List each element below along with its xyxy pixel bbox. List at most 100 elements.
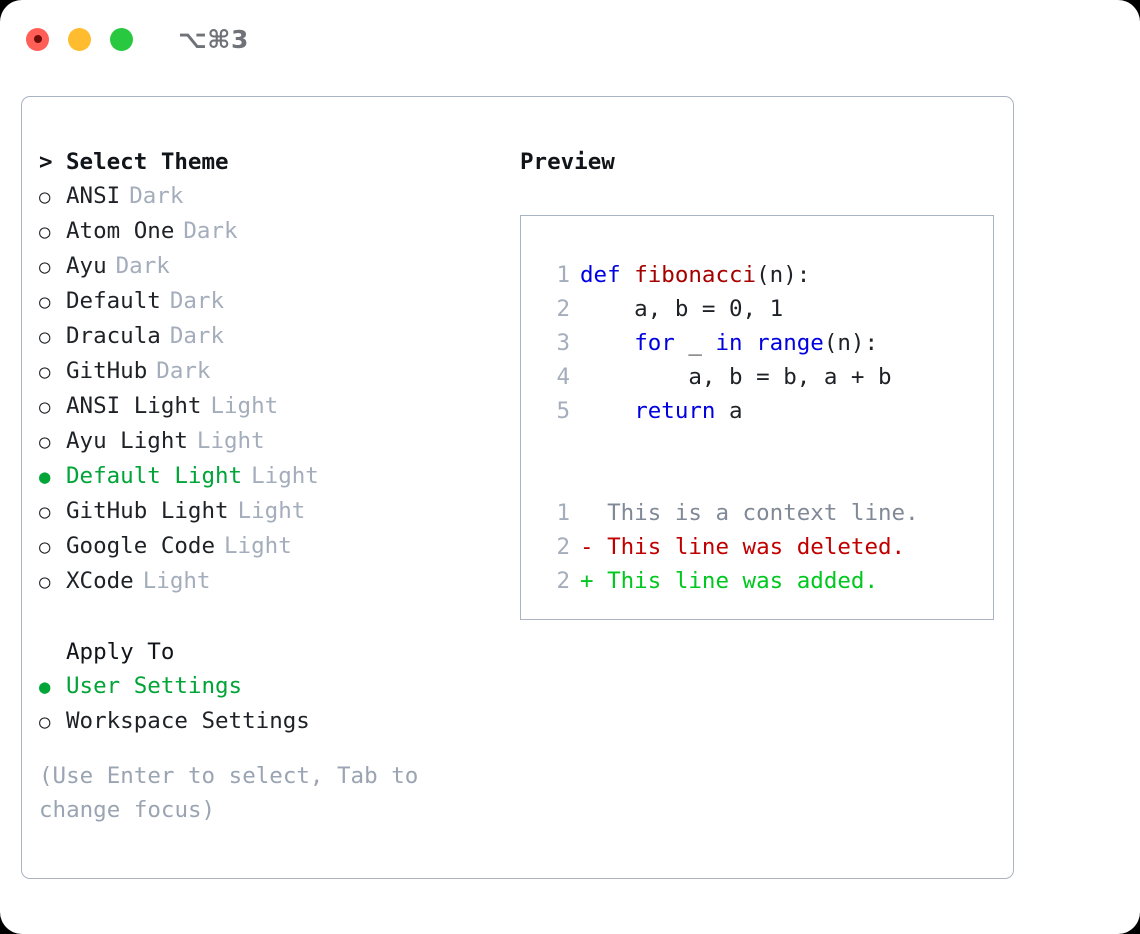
theme-option-label: Atom One xyxy=(66,218,175,244)
radio-icon: ○ xyxy=(39,571,51,593)
theme-option-label: GitHub Light xyxy=(66,498,229,524)
focus-caret-icon: > xyxy=(39,149,53,175)
line-number: 2 xyxy=(556,568,570,594)
section-spacer xyxy=(39,599,501,635)
radio-icon: ○ xyxy=(39,431,51,453)
theme-option-ansi-dark[interactable]: ○ ANSI Dark xyxy=(39,179,501,214)
radio-icon: ○ xyxy=(39,186,51,208)
focus-caret-placeholder xyxy=(39,635,66,669)
theme-option-google-code[interactable]: ○ Google Code Light xyxy=(39,529,501,564)
line-number: 4 xyxy=(556,364,570,390)
theme-option-label: Default Light xyxy=(66,463,243,489)
code-token-keyword: return xyxy=(634,398,716,424)
radio-icon: ○ xyxy=(39,396,51,418)
theme-option-label: Ayu xyxy=(66,253,107,279)
code-line: 3 for _ in range(n): xyxy=(539,326,993,360)
code-token-plain: a xyxy=(715,398,743,424)
traffic-light-buttons xyxy=(26,27,133,51)
code-blank-line xyxy=(539,428,993,462)
line-number: 1 xyxy=(556,500,570,526)
radio-icon: ○ xyxy=(39,711,51,733)
diff-text: + This line was added. xyxy=(580,568,879,594)
code-token-keyword: def xyxy=(580,262,635,288)
radio-icon-selected: ● xyxy=(39,466,51,488)
line-number: 3 xyxy=(556,330,570,356)
radio-icon: ○ xyxy=(39,361,51,383)
theme-variant-badge: Light xyxy=(196,428,265,454)
code-token-builtin: range xyxy=(756,330,824,356)
window-titlebar: ⌥⌘3 xyxy=(0,0,1140,78)
keyboard-hint-text: (Use Enter to select, Tab to change focu… xyxy=(39,763,432,823)
theme-option-label: Ayu Light xyxy=(66,428,188,454)
hint-spacer xyxy=(39,739,501,759)
diff-line-added: 2 + This line was added. xyxy=(539,564,993,598)
line-number: 2 xyxy=(556,296,570,322)
radio-icon: ○ xyxy=(39,536,51,558)
keyboard-shortcut-label: ⌥⌘3 xyxy=(178,24,249,54)
diff-text: This is a context line. xyxy=(580,500,919,526)
theme-variant-badge: Light xyxy=(142,568,211,594)
theme-option-ayu-light[interactable]: ○ Ayu Light Light xyxy=(39,424,501,459)
theme-option-atom-one-dark[interactable]: ○ Atom One Dark xyxy=(39,214,501,249)
code-token-plain: a, b = 0, 1 xyxy=(580,296,784,322)
diff-line-context: 1 This is a context line. xyxy=(539,496,993,530)
theme-option-label: ANSI xyxy=(66,183,121,209)
apply-to-title: Apply To xyxy=(66,639,175,665)
apply-option-workspace-settings[interactable]: ○Workspace Settings xyxy=(39,704,501,739)
theme-variant-badge: Light xyxy=(210,393,279,419)
radio-icon-selected: ● xyxy=(39,676,51,698)
theme-variant-badge: Dark xyxy=(183,218,238,244)
code-line: 1 def fibonacci(n): xyxy=(539,258,993,292)
apply-option-label: User Settings xyxy=(66,673,243,699)
select-theme-heading: >Select Theme xyxy=(39,145,501,179)
code-blank-line xyxy=(539,462,993,496)
theme-option-xcode[interactable]: ○ XCode Light xyxy=(39,564,501,599)
code-token-plain xyxy=(580,394,634,428)
theme-variant-badge: Dark xyxy=(169,288,225,314)
code-line: 4 a, b = b, a + b xyxy=(539,360,993,394)
code-token-function: fibonacci xyxy=(634,262,757,288)
theme-option-label: Google Code xyxy=(66,533,216,559)
code-token-plain: a, b = b, a + b xyxy=(580,364,892,390)
theme-option-label: GitHub xyxy=(66,358,148,384)
theme-option-github-dark[interactable]: ○ GitHub Dark xyxy=(39,354,501,389)
recording-indicator-icon xyxy=(33,35,42,43)
diff-line-deleted: 2- This line was deleted. xyxy=(539,530,993,564)
line-number: 2 xyxy=(556,534,570,560)
code-token-plain xyxy=(743,326,757,360)
zoom-button[interactable] xyxy=(110,27,133,51)
apply-option-user-settings[interactable]: ● User Settings xyxy=(39,669,501,704)
code-token-plain: (n): xyxy=(823,330,879,356)
theme-option-label: ANSI Light xyxy=(66,393,202,419)
radio-icon: ○ xyxy=(39,501,51,523)
line-number: 1 xyxy=(556,262,570,288)
theme-variant-badge: Dark xyxy=(115,253,170,279)
minimize-button[interactable] xyxy=(68,27,91,51)
theme-option-github-light[interactable]: ○ GitHub Light Light xyxy=(39,494,501,529)
theme-variant-badge: Dark xyxy=(156,358,211,384)
code-token-plain: (n): xyxy=(756,262,811,288)
apply-to-heading: Apply To xyxy=(39,635,501,669)
code-line: 2 a, b = 0, 1 xyxy=(539,292,993,326)
theme-variant-badge: Light xyxy=(224,533,292,559)
code-token-keyword: in xyxy=(715,330,743,356)
theme-option-label: XCode xyxy=(66,568,134,594)
theme-option-ansi-light[interactable]: ○ ANSI Light Light xyxy=(39,389,501,424)
theme-variant-badge: Dark xyxy=(129,183,184,209)
code-token-plain: _ xyxy=(674,330,716,356)
theme-option-label: Dracula xyxy=(66,323,161,349)
theme-variant-badge: Light xyxy=(237,498,306,524)
close-button[interactable] xyxy=(26,27,49,51)
radio-icon: ○ xyxy=(39,291,51,313)
theme-variant-badge: Dark xyxy=(169,323,225,349)
line-number: 5 xyxy=(556,398,570,424)
radio-icon: ○ xyxy=(39,221,51,243)
code-token-keyword: for xyxy=(634,330,675,356)
